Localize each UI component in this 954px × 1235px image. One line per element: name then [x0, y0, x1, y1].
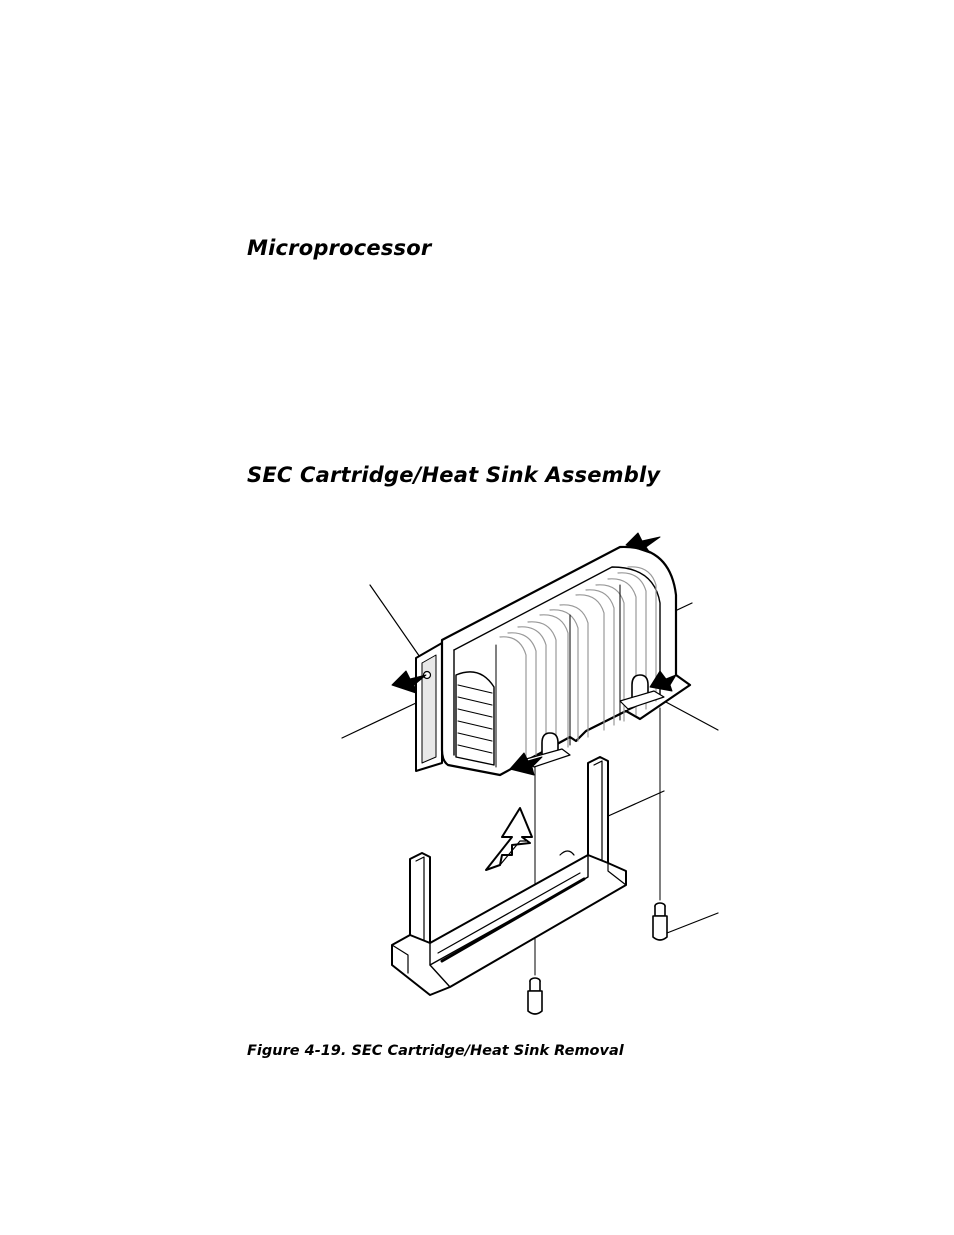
- sec-cartridge-illustration: [330, 525, 730, 1025]
- section-title: Microprocessor: [247, 236, 432, 260]
- heat-sink-fins: [499, 566, 657, 766]
- cartridge-back-plate: [415, 642, 443, 772]
- heat-sink-fin-shadows: [495, 584, 621, 768]
- guide-pins: [527, 902, 668, 1015]
- heat-sink: [440, 545, 692, 777]
- subsection-title: SEC Cartridge/Heat Sink Assembly: [247, 463, 661, 487]
- figure-caption: Figure 4-19. SEC Cartridge/Heat Sink Rem…: [247, 1043, 624, 1059]
- pin-guide-lines: [534, 707, 661, 976]
- lift-arrow: [485, 807, 533, 871]
- press-arrows: [391, 532, 677, 776]
- slot-connector: [391, 756, 627, 996]
